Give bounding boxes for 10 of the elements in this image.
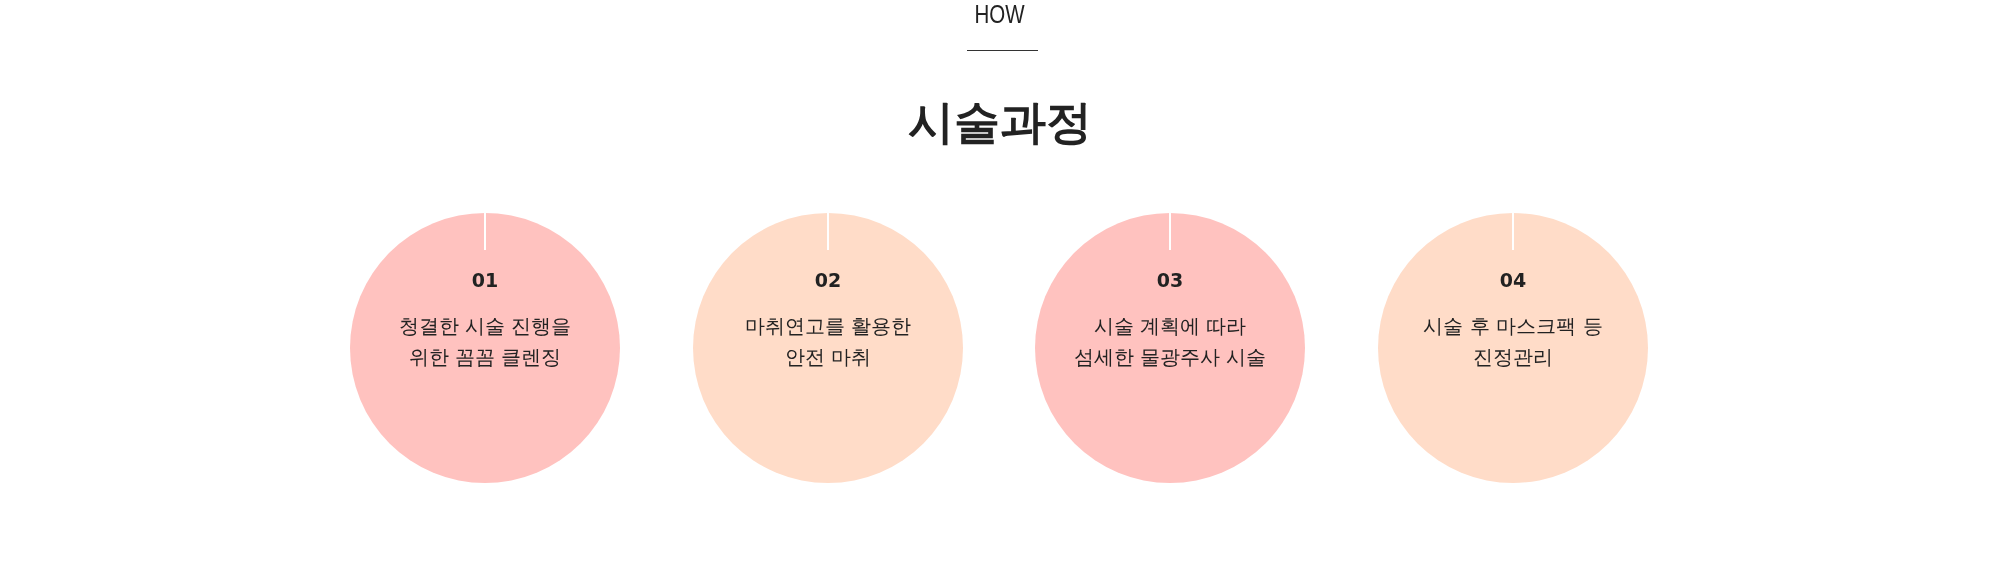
step-description: 시술 계획에 따라 섬세한 물광주사 시술	[1072, 313, 1268, 371]
step-number: 01	[471, 268, 499, 293]
step-number: 02	[814, 268, 842, 293]
step-number: 03	[1156, 268, 1184, 293]
section-title: 시술과정	[908, 94, 1092, 151]
step-description: 시술 후 마스크팩 등 진정관리	[1422, 313, 1604, 371]
step-description: 청결한 시술 진행을 위한 꼼꼼 클렌징	[397, 313, 573, 371]
section-eyebrow: HOW	[974, 0, 1026, 28]
step-number: 04	[1499, 268, 1527, 293]
step-description: 마취연고를 활용한 안전 마취	[743, 313, 913, 371]
